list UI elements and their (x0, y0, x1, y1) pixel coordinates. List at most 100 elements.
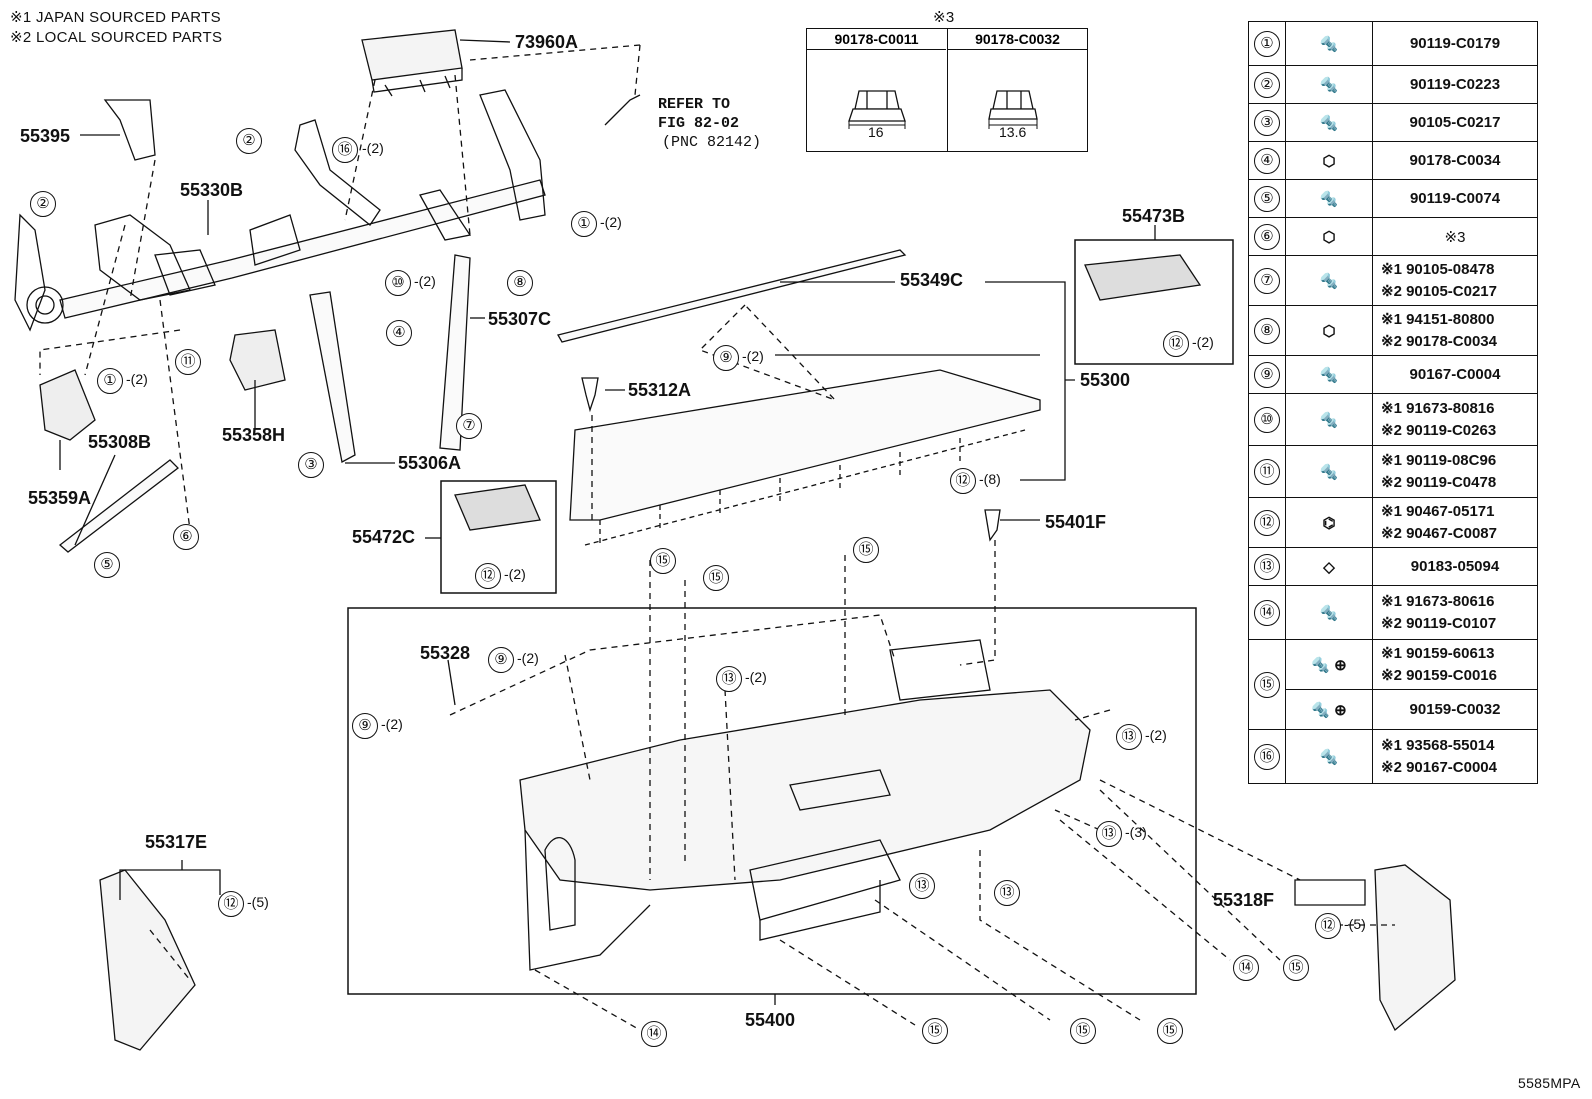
part-number: 90119-C0223 (1372, 65, 1538, 104)
part-number-local: ※2 90467-C0087 (1381, 524, 1497, 542)
nut-col-2-size: 13.6 (999, 124, 1027, 140)
bolt-icon: 🔩 (1285, 103, 1373, 142)
callout-9: ⑨ (713, 345, 739, 371)
label-55328: 55328 (420, 643, 471, 663)
bolt-icon: 🔩 (1285, 445, 1373, 498)
table-row: ⑦ 🔩 ※1 90105-08478※2 90105-C0217 (1248, 255, 1538, 306)
brace-55308B (58, 459, 179, 553)
label-55359A: 55359A (28, 488, 92, 508)
callout-13: ⑬ (909, 873, 935, 899)
table-row: 🔩 ⊕ 90159-C0032 (1249, 689, 1538, 730)
garnish-55473B (1084, 254, 1202, 301)
bolt-icon: 🔩 (1285, 585, 1373, 640)
label-55401F: 55401F (1045, 512, 1107, 532)
part-number-japan: ※1 90119-08C96 (1381, 451, 1497, 469)
table-row: ⑩ 🔩 ※1 91673-80816※2 90119-C0263 (1248, 393, 1538, 446)
table-row: ① 🔩 90119-C0179 (1248, 21, 1538, 66)
row-number: ⑬ (1254, 553, 1280, 580)
callout-1: ① (97, 368, 123, 394)
callout-12-qty-5: -(5) (1344, 916, 1366, 932)
callout-1-qty: -(2) (600, 214, 622, 230)
brace-55307C (439, 254, 471, 451)
label-55318F: 55318F (1213, 890, 1275, 910)
callout-15: ⑮ (1157, 1018, 1183, 1044)
callout-3: ③ (298, 452, 324, 478)
row-number: ⑪ (1254, 458, 1280, 485)
callout-13-qty: -(2) (1145, 727, 1167, 743)
part-number-local: ※2 90119-C0478 (1381, 473, 1497, 491)
trim-strip (557, 249, 907, 343)
row-number: ⑧ (1254, 317, 1280, 344)
fastener-table: ① 🔩 90119-C0179 ② 🔩 90119-C0223 ③ 🔩 9010… (1248, 21, 1538, 784)
callout-16: ⑯ (332, 137, 358, 163)
row-number: ⑨ (1254, 361, 1280, 388)
callout-11: ⑪ (175, 349, 201, 375)
garnish-55472C (454, 484, 541, 531)
row-number: ① (1254, 30, 1280, 57)
callout-15: ⑮ (922, 1018, 948, 1044)
part-number: 90105-C0217 (1372, 103, 1538, 142)
callout-9: ⑨ (352, 713, 378, 739)
note-japan-sourced: ※1 JAPAN SOURCED PARTS (10, 9, 221, 26)
nut-icon: ⬡ (1285, 217, 1373, 256)
nut-col-1-size: 16 (868, 124, 884, 140)
callout-14: ⑭ (641, 1021, 667, 1047)
callout-12: ⑫ (1163, 331, 1189, 357)
nut-icon: ⬡ (1285, 305, 1373, 356)
part-number-japan: ※1 90467-05171 (1381, 502, 1495, 520)
nut-col-2-part: 90178-C0032 (947, 29, 1087, 50)
part-number: 90119-C0179 (1372, 21, 1538, 66)
callout-15: ⑮ (703, 565, 729, 591)
part-number-local: ※2 90167-C0004 (1381, 758, 1497, 776)
screw-icon: 🔩 (1285, 355, 1373, 394)
label-55312A: 55312A (628, 380, 692, 400)
bolt-icon: 🔩 (1285, 393, 1373, 446)
callout-13-qty-3: -(3) (1125, 824, 1147, 840)
row-number: ⑩ (1254, 406, 1280, 433)
part-number-japan: ※1 94151-80800 (1381, 310, 1495, 328)
label-55358H: 55358H (222, 425, 286, 445)
screw-icon: 🔩 ⊕ (1285, 689, 1373, 730)
row-number: ⑫ (1254, 509, 1280, 536)
upper-panel (569, 369, 1041, 521)
label-55400: 55400 (745, 1010, 796, 1030)
row-number: ⑥ (1254, 223, 1280, 250)
refer-line-2: FIG 82-02 (658, 115, 740, 132)
clip-icon: ⌬ (1285, 497, 1373, 548)
callout-13: ⑬ (994, 880, 1020, 906)
nut-size-table: 90178-C0011 90178-C0032 16 13.6 (806, 28, 1088, 152)
callout-13: ⑬ (1096, 821, 1122, 847)
callout-5: ⑤ (94, 552, 120, 578)
callout-9-qty: -(2) (517, 650, 539, 666)
nut-col-1-part: 90178-C0011 (807, 29, 946, 50)
table-row: ⑤ 🔩 90119-C0074 (1248, 179, 1538, 218)
brace-55306A (309, 291, 356, 463)
part-number: ※3 (1372, 217, 1538, 256)
label-55349C: 55349C (900, 270, 964, 290)
nut-drawings (848, 90, 1038, 129)
callout-15: ⑮ (853, 537, 879, 563)
table-row: ⑯ 🔩 ※1 93568-55014※2 90167-C0004 (1248, 729, 1538, 784)
row-number: ⑦ (1254, 267, 1280, 294)
part-number: 90119-C0074 (1372, 179, 1538, 218)
row-number: ④ (1254, 147, 1280, 174)
callout-12: ⑫ (950, 468, 976, 494)
label-55308B: 55308B (88, 432, 152, 452)
clip-nut-icon: ◇ (1285, 547, 1373, 586)
callout-10: ⑩ (385, 270, 411, 296)
callout-15: ⑮ (1283, 955, 1309, 981)
airbag-module (361, 29, 463, 97)
bolt-icon: 🔩 (1285, 255, 1373, 306)
part-number-local: ※2 90119-C0107 (1381, 614, 1497, 632)
nut-icon: ⬡ (1285, 141, 1373, 180)
table-row: ④ ⬡ 90178-C0034 (1248, 141, 1538, 180)
callout-15: ⑮ (1070, 1018, 1096, 1044)
part-number-japan: ※1 90159-60613 (1381, 644, 1495, 662)
callout-6: ⑥ (173, 524, 199, 550)
callout-13-qty: -(2) (745, 669, 767, 685)
callout-12-qty: -(2) (1192, 334, 1214, 350)
label-55472C: 55472C (352, 527, 416, 547)
callout-13: ⑬ (1116, 724, 1142, 750)
row-number: ⑭ (1254, 599, 1280, 626)
